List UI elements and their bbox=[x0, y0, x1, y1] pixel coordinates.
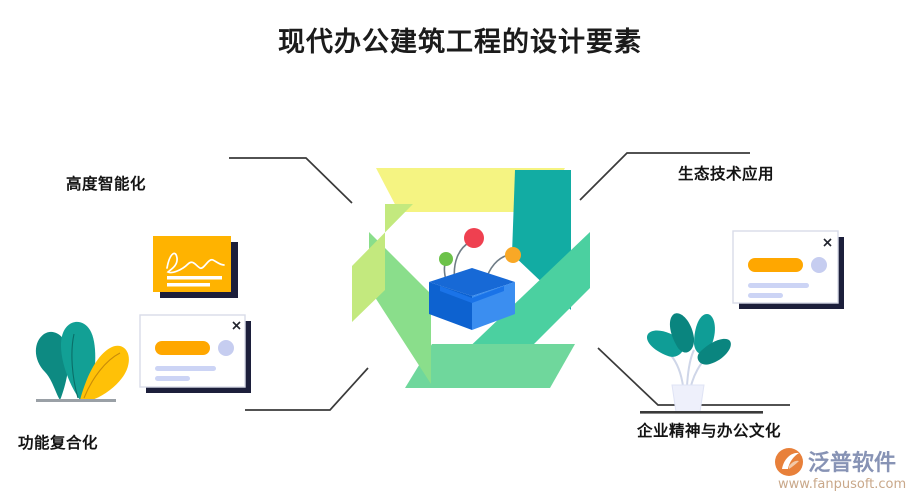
connector-bottom-right bbox=[597, 347, 790, 406]
orange-signature-card[interactable] bbox=[153, 236, 238, 298]
dialog-card-left[interactable] bbox=[139, 314, 251, 393]
signature-line-2 bbox=[167, 283, 210, 287]
signature-line-1 bbox=[167, 276, 222, 280]
signature-squiggle bbox=[166, 252, 225, 274]
page-title: 现代办公建筑工程的设计要素 bbox=[278, 27, 642, 58]
connector-top-right-line bbox=[579, 152, 750, 201]
close-icon[interactable] bbox=[823, 238, 832, 247]
fanpu-logo-icon bbox=[775, 448, 803, 476]
label-high-intelligence[interactable]: 高度智能化 bbox=[66, 175, 147, 193]
dialog-left-primary-button[interactable] bbox=[155, 341, 210, 355]
connector-bottom-left bbox=[245, 367, 369, 411]
label-ecological-technology[interactable]: 生态技术应用 bbox=[678, 165, 775, 183]
connector-top-left bbox=[229, 157, 353, 204]
hex-segment-left[interactable] bbox=[352, 204, 413, 322]
plant-pot bbox=[671, 384, 705, 413]
label-corporate-culture[interactable]: 企业精神与办公文化 bbox=[637, 422, 782, 440]
leaf-2 bbox=[669, 313, 695, 353]
dialog-right-text-line-1 bbox=[748, 283, 809, 288]
green-ball bbox=[439, 252, 453, 266]
watermark-brand: 泛普软件 bbox=[808, 450, 896, 476]
dialog-right-primary-button[interactable] bbox=[748, 258, 803, 272]
dialog-left-avatar bbox=[218, 340, 234, 356]
leaf-4 bbox=[697, 338, 731, 365]
watermark: 泛普软件 www.fanpusoft.com bbox=[775, 448, 906, 492]
dialog-left-text-line-2 bbox=[155, 376, 190, 381]
dialog-right-text-line-2 bbox=[748, 293, 783, 298]
leaf-vein-yellow bbox=[83, 352, 121, 399]
leaf-cluster-left bbox=[35, 321, 129, 402]
connector-lines bbox=[229, 152, 790, 411]
hex-segment-bottom[interactable] bbox=[405, 344, 575, 388]
open-box-with-ideas-icon[interactable] bbox=[429, 228, 521, 330]
orange-ball bbox=[505, 247, 521, 263]
signature-card-body bbox=[153, 236, 231, 292]
leaf-vein-center bbox=[71, 333, 79, 399]
ground-line-right bbox=[640, 411, 763, 414]
dialog-left-text-line-1 bbox=[155, 366, 216, 371]
dialog-right-avatar bbox=[811, 257, 827, 273]
watermark-url: www.fanpusoft.com bbox=[778, 477, 906, 492]
close-icon[interactable] bbox=[232, 321, 241, 330]
leaf-right-yellow bbox=[80, 345, 129, 400]
potted-plant-right bbox=[640, 313, 763, 414]
ground-line-left bbox=[36, 399, 116, 402]
label-functional-compounding[interactable]: 功能复合化 bbox=[18, 434, 99, 452]
leaf-3 bbox=[694, 314, 715, 354]
dialog-card-right[interactable] bbox=[732, 230, 844, 309]
red-ball bbox=[464, 228, 484, 248]
leaf-left-dark bbox=[35, 331, 70, 400]
box-inner-lip bbox=[440, 286, 504, 303]
